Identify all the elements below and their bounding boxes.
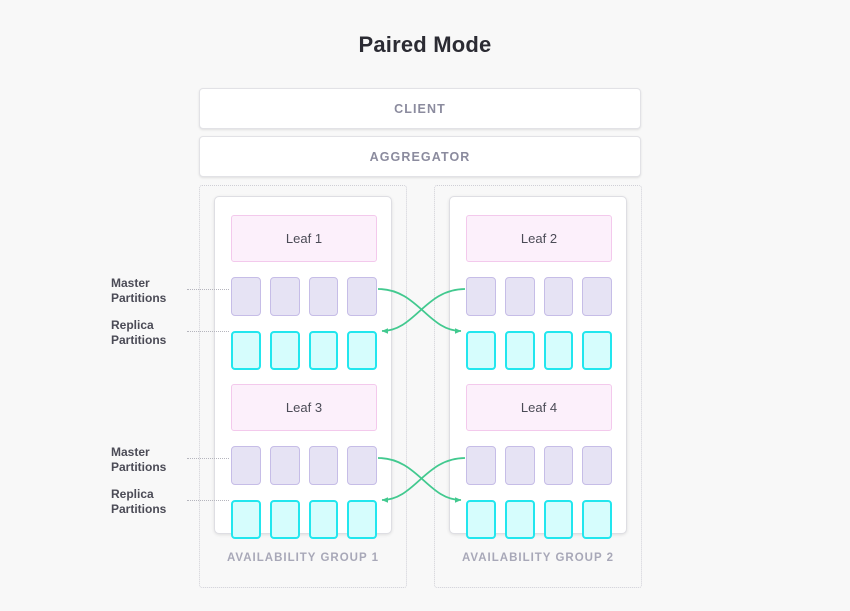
master-partitions-label-line1: Master <box>111 445 150 459</box>
leaf-box-2: Leaf 2 <box>466 215 612 262</box>
master-partition <box>543 277 574 316</box>
master-partition <box>504 277 535 316</box>
availability-group-2-label: AVAILABILITY GROUP 2 <box>461 552 615 564</box>
availability-group-1: AVAILABILITY GROUP 1 <box>199 185 407 588</box>
aggregator-label: AGGREGATOR <box>369 149 471 164</box>
replica-partition <box>504 331 535 370</box>
master-partition <box>543 446 574 485</box>
leaf-group-4: Leaf 4 <box>466 384 612 539</box>
replica-partition <box>231 331 261 370</box>
replica-partition-row-leaf-3 <box>231 500 377 539</box>
replica-partition <box>466 500 496 539</box>
master-partition <box>347 446 377 485</box>
master-partition <box>269 277 300 316</box>
replica-partitions-label-line2: Partitions <box>111 332 167 347</box>
replica-partition <box>308 331 339 370</box>
master-partition <box>504 446 535 485</box>
master-partition <box>466 446 496 485</box>
master-partition <box>582 446 612 485</box>
master-partition <box>582 277 612 316</box>
replica-partition <box>347 500 377 539</box>
replica-partition <box>269 500 300 539</box>
availability-group-1-label: AVAILABILITY GROUP 1 <box>226 552 380 564</box>
leaf-box-3: Leaf 3 <box>231 384 377 431</box>
replica-partition <box>543 500 574 539</box>
replica-partitions-label-line1: Replica <box>111 318 154 332</box>
master-partition <box>308 446 339 485</box>
master-partition-row-leaf-1 <box>231 277 377 316</box>
leaf-group-1: Leaf 1 <box>231 215 377 370</box>
master-partition <box>308 277 339 316</box>
master-partition <box>466 277 496 316</box>
leader-line-replica-bottom <box>187 500 229 501</box>
leaf-label-2: Leaf 2 <box>520 231 558 246</box>
replica-partition <box>269 331 300 370</box>
replica-partition <box>504 500 535 539</box>
availability-group-2: AVAILABILITY GROUP 2 <box>434 185 642 588</box>
master-partition <box>231 277 261 316</box>
replica-partition <box>582 331 612 370</box>
replica-partition <box>231 500 261 539</box>
leaf-group-2: Leaf 2 <box>466 215 612 370</box>
availability-group-1-card: Leaf 1 Leaf 3 <box>214 196 392 539</box>
availability-group-2-card: Leaf 2 Leaf 4 <box>449 196 627 539</box>
replica-partitions-label-bottom: Replica Partitions <box>111 487 186 516</box>
replica-partition <box>308 500 339 539</box>
leaf-group-3: Leaf 3 <box>231 384 377 539</box>
replica-partition <box>582 500 612 539</box>
master-partitions-label-bottom: Master Partitions <box>111 445 186 474</box>
leaf-label-1: Leaf 1 <box>285 231 323 246</box>
leader-line-master-bottom <box>187 458 229 459</box>
leaf-label-4: Leaf 4 <box>520 400 558 415</box>
replica-partition <box>347 331 377 370</box>
master-partition <box>269 446 300 485</box>
page-title: Paired Mode <box>358 32 492 57</box>
replica-partitions-label-top: Replica Partitions <box>111 318 186 347</box>
client-label: CLIENT <box>394 101 446 116</box>
client-node: CLIENT <box>199 88 641 129</box>
master-partitions-label-line2: Partitions <box>111 290 167 305</box>
leaf-box-1: Leaf 1 <box>231 215 377 262</box>
leader-line-replica-top <box>187 331 229 332</box>
replica-partitions-label-line1: Replica <box>111 487 154 501</box>
master-partitions-label-line2: Partitions <box>111 459 167 474</box>
replica-partition-row-leaf-2 <box>466 331 612 370</box>
leaf-label-3: Leaf 3 <box>285 400 323 415</box>
leader-line-master-top <box>187 289 229 290</box>
master-partition-row-leaf-3 <box>231 446 377 485</box>
aggregator-node: AGGREGATOR <box>199 136 641 177</box>
replica-partitions-label-line2: Partitions <box>111 501 167 516</box>
master-partition <box>231 446 261 485</box>
master-partition-row-leaf-4 <box>466 446 612 485</box>
replica-partition-row-leaf-1 <box>231 331 377 370</box>
replica-partition-row-leaf-4 <box>466 500 612 539</box>
master-partition <box>347 277 377 316</box>
replica-partition <box>543 331 574 370</box>
replica-partition <box>466 331 496 370</box>
leaf-box-4: Leaf 4 <box>466 384 612 431</box>
master-partition-row-leaf-2 <box>466 277 612 316</box>
master-partitions-label-top: Master Partitions <box>111 276 186 305</box>
master-partitions-label-line1: Master <box>111 276 150 290</box>
